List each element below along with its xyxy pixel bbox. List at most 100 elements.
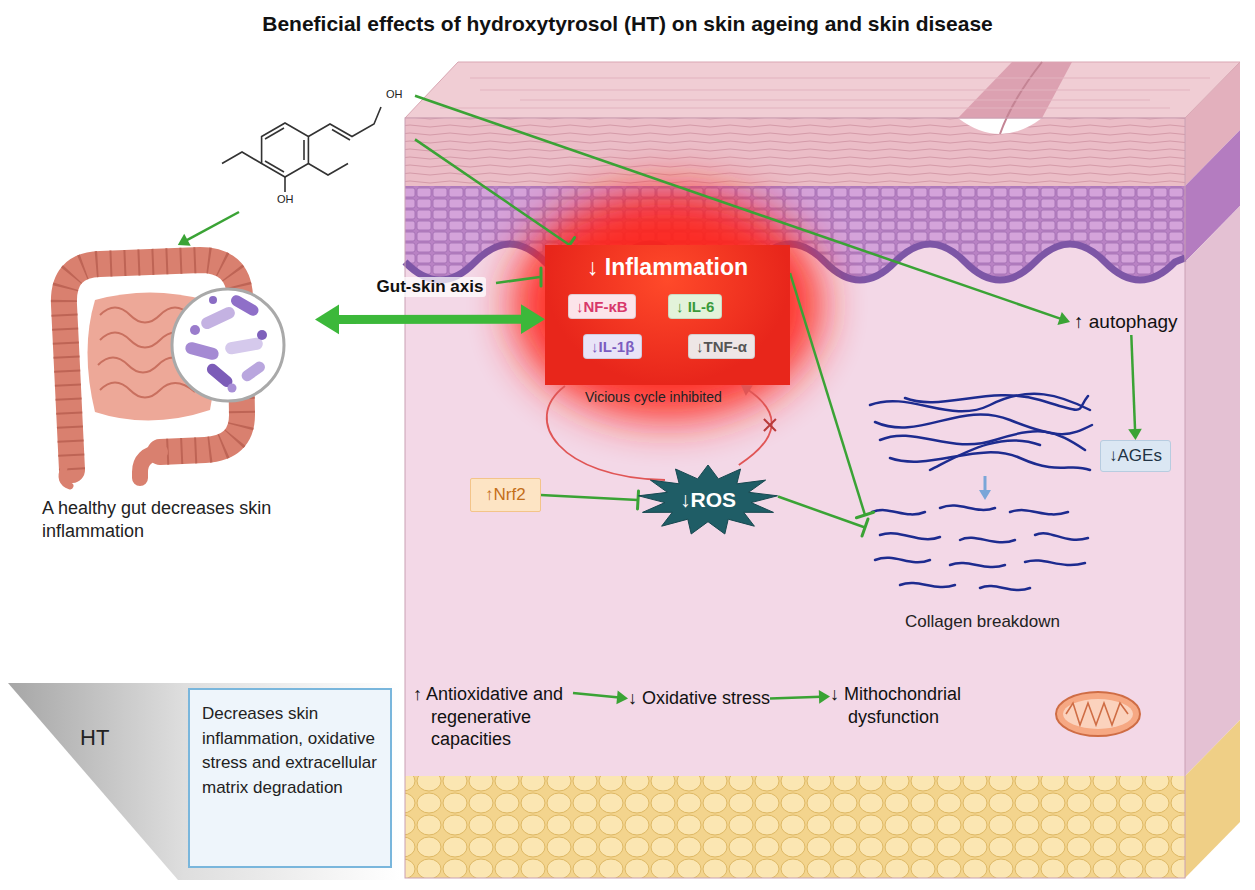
node-text: ↓AGEs [1109, 446, 1162, 466]
diagram-title: Beneficial effects of hydroxytyrosol (HT… [0, 12, 1255, 36]
edge-label: Gut-skin axis [374, 277, 487, 297]
illustration-part [88, 293, 215, 421]
connector [415, 139, 575, 252]
illustration-part [199, 305, 237, 331]
gut-skin-inhibition [496, 268, 541, 286]
process-label: ↑ Antioxidative and regenerative capacit… [413, 683, 573, 751]
collagen-region: Collagen breakdown [865, 390, 1095, 640]
ros-star-outline [639, 465, 778, 534]
ht-wedge [8, 683, 400, 880]
illustration-part [1185, 62, 1240, 186]
node-text: OH [386, 89, 403, 100]
illustration-part [405, 244, 1185, 776]
node-text: ↑ autophagy [1074, 311, 1178, 333]
illustration-part [1066, 703, 1128, 725]
illustration-part [880, 533, 940, 539]
illustration-part [405, 62, 1240, 118]
illustration-part [1035, 533, 1088, 539]
connector [1128, 335, 1142, 440]
illustration-part [172, 289, 284, 401]
connector [315, 304, 545, 334]
illustration-part [64, 260, 242, 470]
illustration-part [870, 394, 1090, 412]
arrow-head [178, 234, 191, 246]
illustration-part [98, 308, 210, 398]
connector-line [1131, 335, 1135, 431]
mitochondrion-icon [1056, 692, 1140, 736]
illustration-part [872, 510, 925, 514]
illustration-part [405, 182, 1185, 304]
connector [541, 491, 639, 509]
cytokine-box: ↓IL-1β [583, 334, 642, 359]
arrow-head [741, 385, 753, 396]
inflammation-box: ↓ Inflammation↓NF-κB↓ IL-6↓IL-1β↓TNF-α [545, 245, 790, 385]
illustration-part [405, 244, 1185, 280]
gut-drawing [62, 260, 284, 486]
connector-line [541, 495, 638, 500]
arrow-head [521, 304, 545, 334]
illustration-part [875, 558, 930, 563]
cytokine-box: ↓ IL-6 [668, 294, 722, 319]
illustration-part [1010, 510, 1068, 514]
illustration-part [205, 362, 235, 390]
skin-block [405, 62, 1240, 878]
illustration-part [184, 341, 220, 361]
node-text: ↓ IL-6 [676, 298, 714, 315]
illustration-part [1185, 206, 1240, 776]
illustration-part [239, 359, 267, 383]
connector-line [415, 139, 570, 245]
node-text: ↓ Oxidative stress [628, 688, 770, 709]
illustration-part [405, 776, 1185, 878]
connector-line [186, 212, 240, 241]
inhibition-bar [862, 519, 868, 536]
illustration-part [890, 452, 1090, 470]
molecule-drawing [222, 107, 381, 192]
illustration-part [209, 296, 217, 304]
illustration-part [1185, 130, 1240, 262]
illustration-part [940, 506, 995, 510]
node-text: HT [80, 725, 109, 751]
illustration-part [905, 395, 1088, 409]
illustration-part [540, 268, 543, 286]
cycle-label: Vicious cycle inhibited [585, 389, 722, 405]
inhibition-bar [638, 491, 639, 509]
node-text: Collagen breakdown [905, 612, 1060, 632]
illustration-part [265, 161, 284, 172]
illustration-part [332, 130, 350, 141]
cycle-cross [764, 419, 776, 431]
illustration-part [262, 123, 309, 177]
illustration-part [257, 330, 267, 340]
arrow-head [315, 305, 339, 335]
node-text: ↓IL-1β [591, 338, 634, 355]
connector-line [739, 390, 772, 466]
illustration-part [958, 62, 1072, 118]
connector [573, 691, 628, 705]
ros-star: ↓ROS [638, 465, 778, 535]
node-text: ↑ Antioxidative and regenerative capacit… [413, 683, 573, 751]
illustration-part [190, 325, 200, 335]
illustration-part [960, 538, 1015, 543]
process-label: ↓ Oxidative stress [628, 688, 770, 709]
illustration-part [265, 128, 284, 139]
summary-box: Decreases skin inflammation, oxidative s… [188, 688, 392, 868]
illustration-part [440, 78, 1210, 108]
illustration-part [303, 140, 305, 160]
cytokine-box: ↓TNF-α [688, 334, 755, 359]
illustration-part [62, 468, 70, 486]
connector-line [778, 497, 865, 528]
node-text: ↓ Mithochondrial dysfunction [830, 683, 990, 728]
illustration-part [1056, 692, 1140, 736]
node-text: ↓ROS [680, 488, 736, 512]
inhibition-bar [856, 512, 873, 517]
molecule-structure: OHOH [195, 80, 415, 212]
node-text: ↓ Inflammation [545, 245, 790, 281]
illustration-part [140, 452, 160, 478]
illustration-part [1185, 720, 1240, 878]
connector-line [573, 693, 619, 698]
illustration-part [900, 583, 955, 587]
connector-line [334, 315, 526, 324]
process-label: ↑ autophagy [1070, 309, 1182, 335]
illustration-part [228, 384, 237, 393]
illustration-part [880, 431, 1085, 450]
